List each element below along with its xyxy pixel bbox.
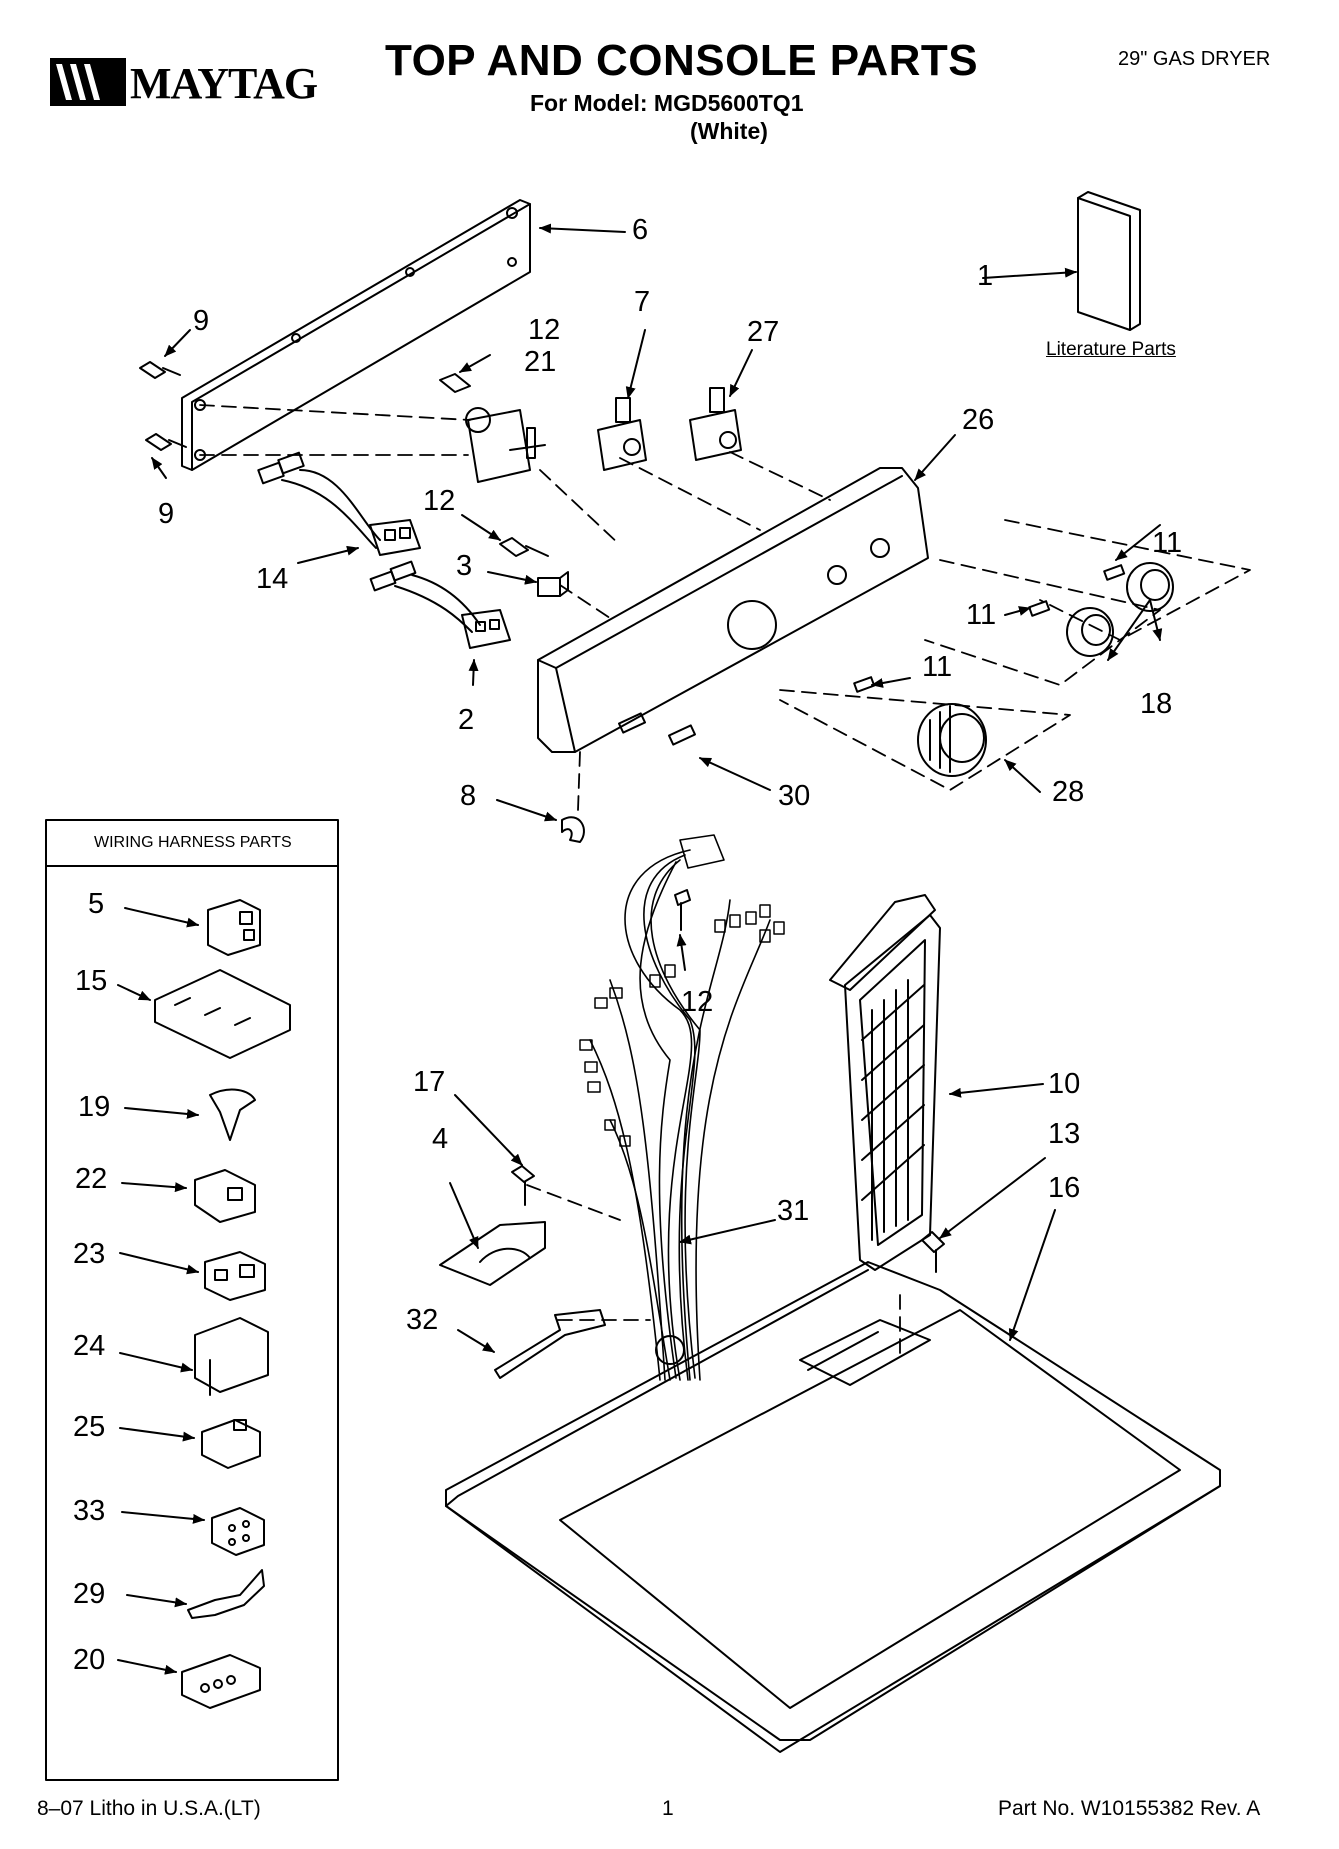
harness-2 xyxy=(369,560,511,649)
callout-15: 15 xyxy=(75,965,108,997)
callout-14: 14 xyxy=(256,563,289,595)
switch-7 xyxy=(597,397,647,471)
footer-part-number: Part No. W10155382 Rev. A xyxy=(998,1797,1261,1820)
connector-25-icon xyxy=(201,1419,261,1469)
callout-7: 7 xyxy=(634,286,651,318)
callout-17: 17 xyxy=(413,1066,446,1098)
callout-32: 32 xyxy=(406,1304,439,1336)
lint-filter-10 xyxy=(829,894,941,1271)
connector-22-icon xyxy=(194,1169,256,1223)
screw-13 xyxy=(921,1231,945,1273)
callout-22: 22 xyxy=(75,1163,108,1195)
leader-arrows xyxy=(117,223,1163,1675)
connector-19-icon xyxy=(209,1088,256,1141)
callout-30: 30 xyxy=(778,780,811,812)
connector-23-icon xyxy=(204,1251,266,1301)
footer-page-number: 1 xyxy=(662,1797,674,1820)
callout-24: 24 xyxy=(73,1330,106,1362)
screw-12-middle xyxy=(499,537,549,557)
callout-21: 21 xyxy=(524,346,557,378)
callout-11-middle: 11 xyxy=(966,599,997,631)
callout-23: 23 xyxy=(73,1238,106,1270)
connector-24-icon xyxy=(194,1317,269,1396)
connector-33-icon xyxy=(211,1507,265,1556)
callout-12-middle: 12 xyxy=(423,485,456,517)
callout-6: 6 xyxy=(632,214,649,246)
switch-27 xyxy=(689,387,742,461)
wiring-harness-box xyxy=(45,819,339,1781)
product-type: 29" GAS DRYER xyxy=(1118,48,1271,70)
connector-5-icon xyxy=(207,899,261,956)
callout-4: 4 xyxy=(432,1123,449,1155)
harness-14 xyxy=(257,451,421,556)
literature-book-1 xyxy=(1077,191,1141,331)
console-back-panel xyxy=(181,199,531,471)
bracket-4 xyxy=(439,1221,546,1286)
knob-18-left xyxy=(1028,600,1114,657)
clamp-8 xyxy=(561,816,585,843)
callout-2: 2 xyxy=(458,704,475,736)
callout-16: 16 xyxy=(1048,1172,1081,1204)
callout-19: 19 xyxy=(78,1091,111,1123)
callout-8: 8 xyxy=(460,780,477,812)
page-title: TOP AND CONSOLE PARTS xyxy=(385,36,979,85)
callout-9-bottom: 9 xyxy=(158,498,175,530)
callout-11-right: 11 xyxy=(1152,527,1183,559)
callout-18: 18 xyxy=(1140,688,1173,720)
callout-9-top: 9 xyxy=(193,305,210,337)
timer-knob-28 xyxy=(853,676,987,777)
callout-5: 5 xyxy=(88,888,105,920)
callout-31: 31 xyxy=(777,1195,810,1227)
callout-27: 27 xyxy=(747,316,780,348)
terminal-29-icon xyxy=(187,1569,265,1619)
connector-20-icon xyxy=(181,1654,261,1709)
connector-15-icon xyxy=(154,969,291,1059)
callout-12-harness: 12 xyxy=(681,986,714,1018)
callout-29: 29 xyxy=(73,1578,106,1610)
wiring-harness-title: WIRING HARNESS PARTS xyxy=(94,834,292,851)
model-line: For Model: MGD5600TQ1 xyxy=(530,90,804,116)
callout-11-left: 11 xyxy=(922,651,953,683)
callout-33: 33 xyxy=(73,1495,106,1527)
footer-litho: 8–07 Litho in U.S.A.(LT) xyxy=(37,1797,261,1820)
clip-3 xyxy=(537,571,569,597)
callout-3: 3 xyxy=(456,550,473,582)
callout-10: 10 xyxy=(1048,1068,1081,1100)
screw-9-top xyxy=(139,361,181,379)
callout-13: 13 xyxy=(1048,1118,1081,1150)
callout-20: 20 xyxy=(73,1644,106,1676)
callout-26: 26 xyxy=(962,404,995,436)
maytag-logo: MAYTAG xyxy=(48,52,328,112)
callout-12-top: 12 xyxy=(528,314,561,346)
callout-25: 25 xyxy=(73,1411,106,1443)
callout-28: 28 xyxy=(1052,776,1085,808)
bracket-32 xyxy=(494,1309,606,1379)
main-harness-31 xyxy=(579,834,785,1381)
top-panel-16 xyxy=(445,1261,1221,1753)
brand-name: MAYTAG xyxy=(130,59,318,108)
screw-17 xyxy=(511,1165,535,1206)
timer-21 xyxy=(439,373,546,483)
screw-12-harness xyxy=(674,889,691,931)
knob-18-right xyxy=(1103,562,1174,612)
color-line: (White) xyxy=(690,118,768,144)
dashed-guides xyxy=(199,404,1251,1361)
console-26 xyxy=(537,467,929,753)
literature-parts-label: Literature Parts xyxy=(1046,339,1176,360)
callout-1: 1 xyxy=(977,260,994,292)
screw-9-bottom xyxy=(145,433,187,451)
maytag-m-emblem-icon xyxy=(50,58,126,106)
